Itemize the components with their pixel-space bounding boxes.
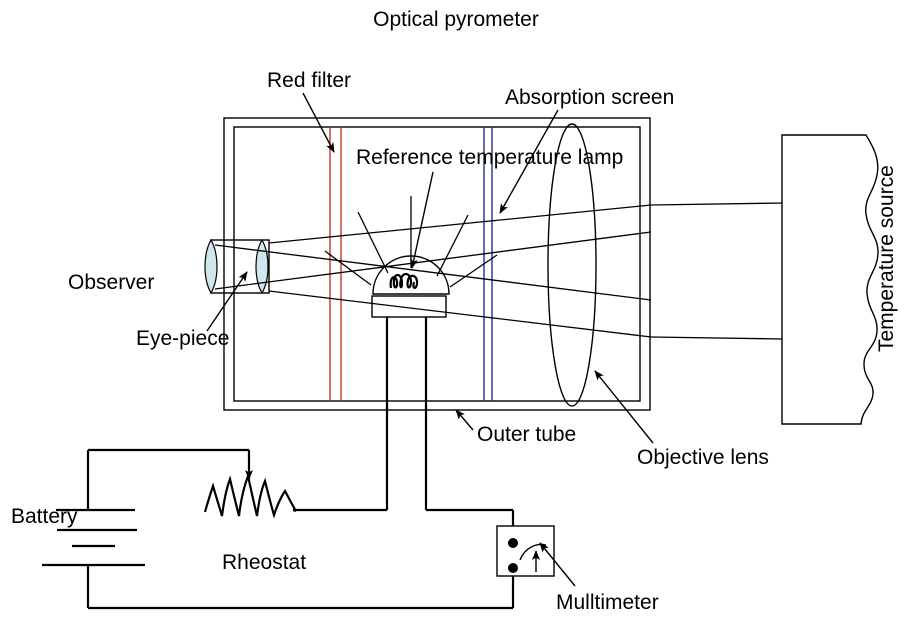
outer-tube-inner-wall	[233, 126, 641, 402]
leader-reference-lamp	[410, 171, 434, 269]
eye-piece-lens-left	[204, 238, 218, 295]
rheostat-right-terminal	[292, 508, 297, 513]
multimeter-gauge-icon	[496, 525, 555, 577]
rheostat-coil	[203, 472, 297, 519]
outer-tube-outer-wall	[223, 117, 651, 411]
eye-piece-lens-right	[255, 238, 269, 295]
leader-multimeter	[539, 542, 576, 587]
radiating-glow-icon	[324, 196, 498, 288]
lamp-filament	[389, 272, 419, 289]
leader-objective-lens	[594, 370, 654, 444]
lamp-circuit	[86, 317, 515, 610]
label-red-filter: Red filter	[267, 69, 351, 92]
multimeter-scale-arc	[519, 543, 547, 561]
leader-eye-piece	[206, 271, 248, 332]
red-filter-plate-icon	[329, 127, 342, 401]
battery-symbol-icon	[42, 508, 145, 567]
label-battery: Battery	[11, 505, 78, 528]
temperature-source-block-icon	[781, 134, 879, 425]
objective-lens-icon	[547, 123, 597, 407]
eye-piece-assembly	[204, 238, 270, 295]
leader-outer-tube	[455, 409, 474, 431]
lamp-base	[371, 295, 447, 318]
page-title: Optical pyrometer	[373, 8, 539, 31]
label-outer-tube: Outer tube	[477, 423, 576, 446]
label-objective-lens: Objective lens	[637, 446, 769, 469]
outer-tube	[223, 117, 651, 411]
light-ray-icon	[214, 202, 783, 340]
label-temperature-source: Temperature source	[875, 165, 898, 352]
rheostat-zigzag-icon	[203, 472, 297, 519]
label-observer: Observer	[68, 271, 154, 294]
label-rheostat: Rheostat	[222, 551, 306, 574]
leader-lines	[206, 92, 654, 587]
multimeter-terminal-top	[508, 538, 518, 548]
reference-lamp-icon	[324, 196, 498, 318]
multimeter-terminal-bottom	[508, 563, 518, 573]
leader-absorption-screen	[499, 109, 559, 214]
multimeter-body	[496, 525, 555, 577]
label-multimeter: Mulltimeter	[556, 591, 659, 614]
label-eye-piece: Eye-piece	[136, 327, 229, 350]
lamp-bulb	[372, 255, 450, 295]
label-reference-lamp: Reference temperature lamp	[356, 146, 623, 169]
label-absorption-screen: Absorption screen	[505, 86, 674, 109]
leader-red-filter	[302, 92, 335, 153]
